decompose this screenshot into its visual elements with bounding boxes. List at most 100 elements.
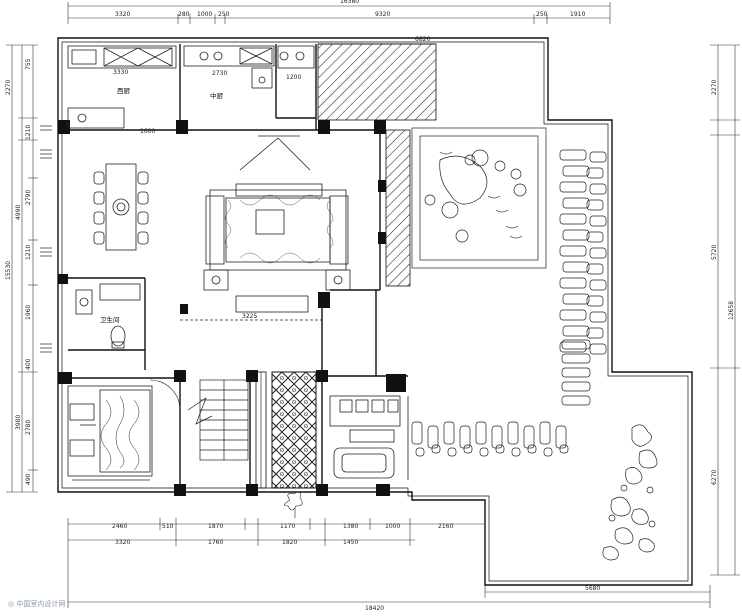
dim-kitchen-2: 2730: [212, 70, 227, 77]
stepping-stone: [491, 425, 503, 449]
dim-left-5: 4990: [15, 205, 22, 220]
dim-kitchen-1: 3330: [113, 69, 128, 76]
stepping-stone: [559, 149, 587, 161]
dim-kitchen-3: 1200: [286, 74, 301, 81]
stepping-stone: [559, 213, 587, 225]
dim-right-4: 12658: [728, 301, 735, 320]
dim-left-11: 490: [25, 473, 32, 485]
stepping-stone: [411, 421, 423, 445]
dim-kitchen-4: 1600: [140, 128, 155, 135]
stepping-stone: [562, 261, 590, 273]
dim-bottom-4: 1170: [280, 523, 295, 530]
hatched-strip: [385, 129, 411, 287]
stepping-stone: [589, 215, 607, 227]
dim-left-8: 400: [25, 358, 32, 370]
dim-top-1: 3320: [115, 11, 130, 18]
stepping-stone: [459, 425, 471, 449]
chinese-kitchen: [183, 45, 315, 89]
stepping-stone: [559, 309, 587, 321]
stepping-stone: [559, 444, 569, 454]
dim-bottom-1: 2460: [112, 523, 127, 530]
room-western-kitchen: 西厨: [117, 87, 131, 95]
garden-pond: [411, 127, 547, 269]
room-bathroom: 卫生间: [100, 315, 120, 324]
dim-top-6: 250: [536, 11, 548, 18]
dim-top-overall: 16380: [340, 0, 359, 5]
entrance-plant: [284, 491, 303, 518]
stepping-stone: [427, 425, 439, 449]
dim-bottom-6: 1000: [385, 523, 400, 530]
stepping-stone: [511, 447, 521, 457]
dim-bottom-c1: 3320: [115, 539, 130, 546]
stepping-stone: [561, 381, 591, 392]
stepping-stone: [562, 165, 590, 177]
window-markers: [40, 125, 52, 353]
stepping-stone: [507, 421, 519, 445]
stepping-stone: [479, 447, 489, 457]
stepping-stone: [415, 447, 425, 457]
stepping-stone: [475, 421, 487, 445]
stepping-stone: [523, 425, 535, 449]
stepping-stone: [543, 447, 553, 457]
interior-walls: [62, 44, 408, 488]
stepping-stone: [555, 425, 567, 449]
stepping-stone: [559, 181, 587, 193]
bedroom-door-swing: [149, 379, 181, 411]
stepping-stone: [539, 421, 551, 445]
staircase: [187, 379, 249, 461]
dim-top-3: 1000: [197, 11, 212, 18]
dim-left-7: 1960: [25, 305, 32, 320]
dim-left-4: 2790: [25, 190, 32, 205]
dim-top-5: 9320: [375, 11, 390, 18]
stepping-stone: [527, 444, 537, 454]
western-kitchen: [67, 45, 177, 129]
stepping-stone: [589, 311, 607, 323]
bedroom-furniture: [67, 385, 153, 481]
stepping-stone: [562, 197, 590, 209]
dim-right-3: 6270: [711, 470, 718, 485]
lattice-screen: [271, 371, 317, 489]
stepping-stone: [586, 199, 604, 211]
exterior-walls: [57, 37, 693, 586]
dim-stair-hall: 3225: [242, 313, 257, 320]
dim-bottom-5: 1380: [343, 523, 358, 530]
stepping-stone: [589, 247, 607, 259]
dim-top-4: 250: [218, 11, 230, 18]
stepping-stone: [589, 151, 607, 163]
dim-top-7: 1910: [570, 11, 585, 18]
dim-terrace: 6820: [415, 36, 430, 43]
dim-bottom-overall: 18420: [365, 605, 384, 612]
stepping-stone: [586, 231, 604, 243]
structural-columns: [58, 120, 406, 496]
room-chinese-kitchen: 中厨: [210, 91, 224, 100]
top-dimensions: [67, 2, 611, 24]
dining-table: [93, 163, 149, 251]
stepping-stone: [495, 444, 505, 454]
stepping-stone: [586, 167, 604, 179]
rockery-garden: [602, 424, 658, 561]
dim-left-overall: 15530: [5, 261, 12, 280]
stepping-stone: [589, 279, 607, 291]
dim-left-6: 1210: [25, 245, 32, 260]
dim-bottom-c4: 1450: [343, 539, 358, 546]
stepping-stone: [586, 263, 604, 275]
dim-right-1: 2270: [711, 80, 718, 95]
dim-bottom-7: 2160: [438, 523, 453, 530]
dim-left-9: 2780: [25, 420, 32, 435]
tea-room-furniture: [329, 395, 409, 480]
stepping-stone: [561, 339, 591, 350]
stepping-stone: [589, 183, 607, 195]
watermark: ◎ 中国室内设计网: [8, 599, 65, 608]
stepping-stone: [447, 447, 457, 457]
stepping-stone: [586, 295, 604, 307]
dim-left-1: 2270: [5, 80, 12, 95]
dim-bottom-garden: 5680: [585, 585, 600, 592]
stepping-stone: [561, 367, 591, 378]
living-room-furniture: [203, 135, 351, 313]
stepping-stone: [561, 353, 591, 364]
bottom-dimensions: [67, 518, 711, 608]
dim-bottom-c3: 1820: [282, 539, 297, 546]
dim-bottom-c2: 1760: [208, 539, 223, 546]
